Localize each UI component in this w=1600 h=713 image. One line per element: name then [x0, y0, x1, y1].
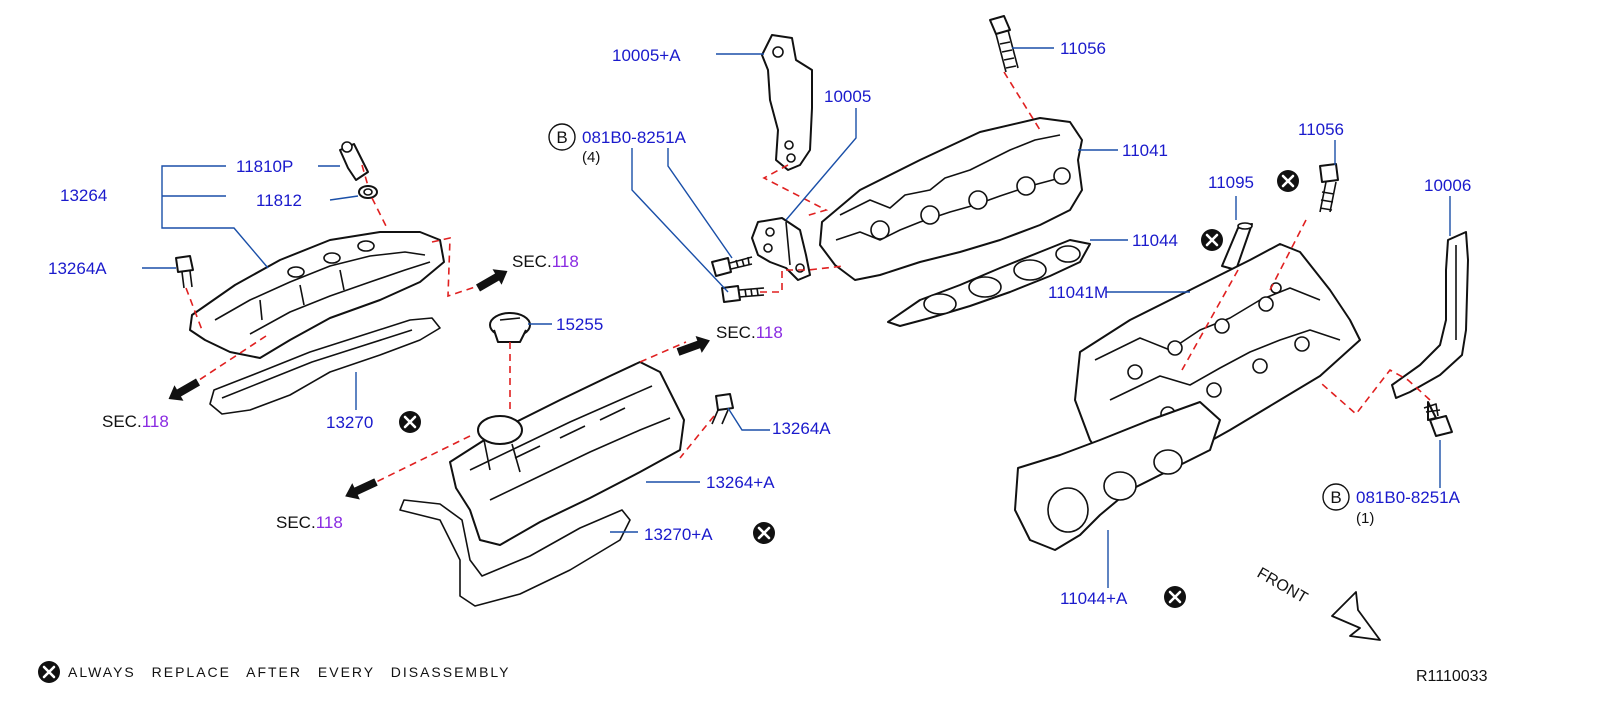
label-11810P[interactable]: 11810P [236, 157, 293, 176]
replace-icon [751, 520, 777, 546]
sec-ref-center[interactable]: SEC.118 [716, 323, 783, 342]
bolt-badge-letter: B [556, 128, 567, 147]
sec-arrow-icon [674, 331, 714, 361]
label-11095[interactable]: 11095 [1208, 173, 1254, 192]
sec-ref-upper-left[interactable]: SEC.118 [512, 252, 579, 271]
label-13270A[interactable]: 13270+A [644, 525, 713, 544]
engine-bracket-10005A-drawing [761, 34, 813, 171]
label-11044A[interactable]: 11044+A [1060, 589, 1128, 608]
label-13264A-mid[interactable]: 13264A [772, 419, 831, 438]
engine-bracket-10005-drawing [751, 217, 811, 281]
label-13264[interactable]: 13264 [60, 186, 107, 205]
label-11041[interactable]: 11041 [1122, 141, 1168, 160]
replace-icon [1275, 168, 1301, 194]
sec-arrow-icon [473, 263, 512, 296]
bracket-bolt-upper-drawing [711, 256, 753, 277]
pcv-valve-11810P-drawing [339, 141, 369, 181]
sec-ref-lower[interactable]: SEC.118 [276, 513, 343, 532]
label-13270[interactable]: 13270 [326, 413, 373, 432]
label-10006[interactable]: 10006 [1424, 176, 1471, 195]
bracket-bolt-right-drawing [1423, 401, 1453, 437]
valve-cover-13264A-drawing [449, 361, 685, 546]
label-10005[interactable]: 10005 [824, 87, 871, 106]
label-13264A-cover[interactable]: 13264+A [706, 473, 775, 492]
label-11044[interactable]: 11044 [1132, 231, 1178, 250]
label-11056-right[interactable]: 11056 [1298, 120, 1344, 139]
engine-bracket-10006-drawing [1391, 231, 1469, 399]
legend-text: ALWAYS REPLACE AFTER EVERY DISASSEMBLY [68, 664, 511, 680]
replace-icon [1162, 584, 1188, 610]
label-11812[interactable]: 11812 [256, 191, 302, 210]
oil-filler-cap-15255-drawing [489, 312, 531, 343]
leader-lines [142, 47, 1451, 588]
sec-arrow-icon [341, 473, 380, 505]
sec-ref-left[interactable]: SEC.118 [102, 412, 169, 431]
head-bolt-right-drawing [1319, 163, 1339, 213]
bracket-bolt-lower-drawing [721, 285, 765, 303]
label-11056-top[interactable]: 11056 [1060, 39, 1106, 58]
sec-arrow-icon [164, 374, 203, 407]
qty-081B0-right: (1) [1356, 510, 1374, 527]
replace-icon [1199, 227, 1225, 253]
head-gasket-11044-drawing [887, 239, 1091, 327]
diagram-ref-number: R1110033 [1416, 668, 1488, 685]
pcv-grommet-11812-drawing [358, 185, 378, 199]
cover-bolt-13264A-mid-drawing [711, 393, 734, 425]
cover-bolt-13264A-left-drawing [175, 255, 194, 289]
head-gasket-11044A-drawing [1014, 401, 1221, 551]
front-label: FRONT [1254, 565, 1310, 607]
bolt-badge-icon [548, 123, 576, 151]
label-13264A-left[interactable]: 13264A [48, 259, 107, 278]
qty-081B0-left: (4) [582, 149, 600, 166]
valve-cover-13264-drawing [189, 231, 445, 359]
label-081B0-right[interactable]: 081B0-8251A [1356, 488, 1461, 507]
valve-cover-gasket-13270-drawing [209, 317, 441, 415]
cylinder-head-11041-drawing [819, 117, 1083, 281]
head-bolt-top-drawing [989, 15, 1019, 73]
label-15255[interactable]: 15255 [556, 315, 603, 334]
label-11041M[interactable]: 11041M [1048, 283, 1108, 302]
bolt-badge-letter: B [1330, 488, 1341, 507]
replace-icon [397, 409, 423, 435]
replace-icon [36, 659, 62, 685]
front-arrow-icon [1331, 591, 1381, 641]
label-081B0-left[interactable]: 081B0-8251A [582, 128, 687, 147]
bolt-badge-icon [1322, 483, 1350, 511]
install-paths [185, 71, 1431, 486]
valve-cover-gasket-13270A-drawing [399, 499, 631, 607]
label-10005A[interactable]: 10005+A [612, 46, 681, 65]
